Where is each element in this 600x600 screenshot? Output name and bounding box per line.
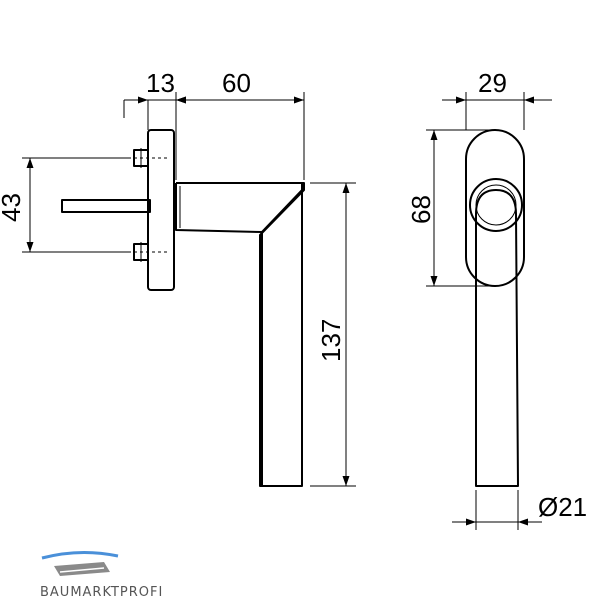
dim-29: 29 <box>442 68 552 130</box>
front-view <box>465 129 525 487</box>
dim-68: 68 <box>406 129 494 287</box>
logo-text: BAUMARKTPROFI <box>40 585 163 600</box>
dim-13: 13 <box>146 68 175 98</box>
side-view <box>61 129 305 487</box>
dim-137: 137 <box>310 182 356 487</box>
grip-base <box>469 178 523 232</box>
dim-top-side: 13 60 <box>123 68 305 180</box>
dim-43: 43 <box>0 157 130 253</box>
dim-21-label: Ø21 <box>538 492 587 522</box>
dim-137-label: 137 <box>316 319 346 362</box>
handle-lever <box>176 182 305 487</box>
dim-29-label: 29 <box>478 68 507 98</box>
dim-43-label: 43 <box>0 193 26 222</box>
dim-21: Ø21 <box>452 490 587 530</box>
rose-plate <box>147 129 175 291</box>
rose-front <box>465 129 525 287</box>
grip-front <box>475 189 519 487</box>
dim-68-label: 68 <box>406 195 436 224</box>
baumarktprofi-logo: BAUMARKTPROFI <box>40 550 163 600</box>
dim-60: 60 <box>222 68 251 98</box>
spindle <box>61 199 151 213</box>
